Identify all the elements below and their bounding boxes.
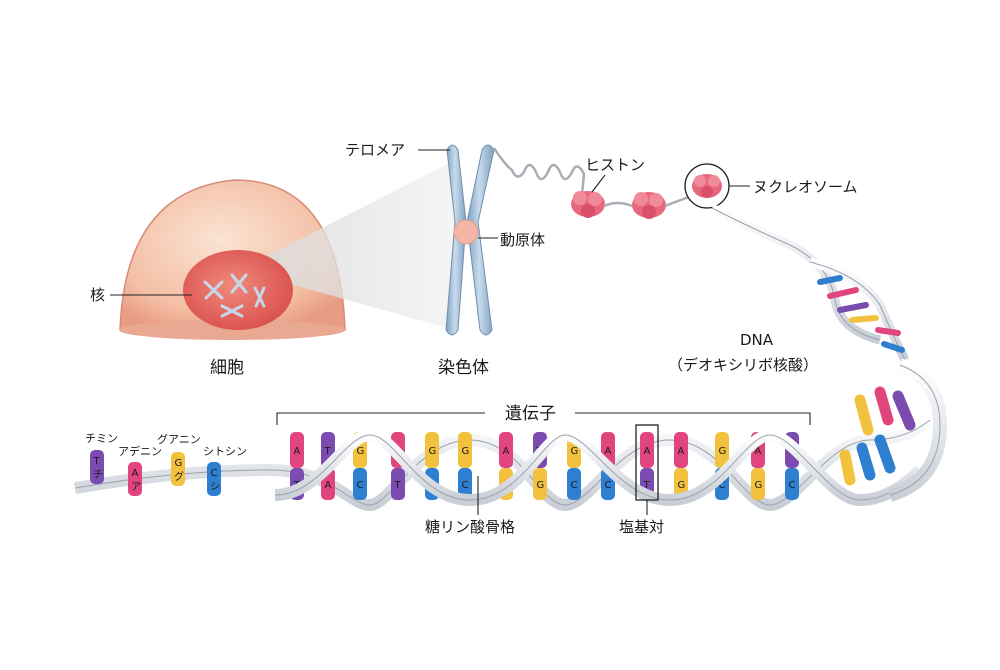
guanine-letter: G xyxy=(719,446,727,457)
cytosine-letter: C xyxy=(719,480,726,491)
thymine-free-kana: チ xyxy=(93,469,103,481)
upper-helix xyxy=(709,203,910,363)
cytosine-letter: C xyxy=(357,480,364,491)
base-pair: AG xyxy=(674,432,688,500)
cytosine-free-base xyxy=(207,462,221,496)
cytosine-label: シトシン xyxy=(203,445,247,458)
adenine-base xyxy=(290,432,304,468)
chromatin-coil xyxy=(492,147,586,196)
adenine-letter: A xyxy=(678,446,685,457)
gene-label: 遺伝子 xyxy=(505,404,556,424)
dna-subtitle: （デオキシリボ核酸） xyxy=(668,356,818,374)
guanine-base xyxy=(533,468,547,500)
thymine-letter: T xyxy=(643,480,651,491)
adenine-letter: A xyxy=(294,446,301,457)
adenine-free-letter: A xyxy=(132,468,139,479)
histone-leader xyxy=(591,174,606,193)
cytosine-letter: C xyxy=(462,480,469,491)
nucleus-label: 核 xyxy=(90,286,105,304)
telomere-label: テロメア xyxy=(345,141,405,159)
cell-label: 細胞 xyxy=(210,358,244,378)
adenine-letter: A xyxy=(755,446,762,457)
adenine-letter: A xyxy=(605,446,612,457)
chromosome-label: 染色体 xyxy=(438,358,489,378)
thymine-base xyxy=(391,468,405,500)
histone-label: ヒストン xyxy=(585,156,645,174)
adenine-letter: A xyxy=(644,446,651,457)
cytosine-base xyxy=(353,468,367,500)
cytosine-letter: C xyxy=(571,480,578,491)
base-pair-label: 塩基対 xyxy=(619,518,664,536)
histone-cluster-1 xyxy=(571,191,605,218)
cytosine-base xyxy=(567,468,581,500)
backbone-label: 糖リン酸骨格 xyxy=(425,518,515,536)
histone-cluster-2 xyxy=(632,192,666,219)
cytosine-base xyxy=(458,468,472,500)
centromere-label: 動原体 xyxy=(500,231,545,249)
nucleosome xyxy=(684,163,730,209)
thymine-free-base xyxy=(90,450,104,484)
guanine-letter: G xyxy=(678,480,686,491)
guanine-letter: G xyxy=(537,480,545,491)
guanine-label: グアニン xyxy=(157,432,201,446)
thymine-letter: T xyxy=(324,446,332,457)
adenine-letter: A xyxy=(503,446,510,457)
guanine-base xyxy=(458,432,472,468)
zoom-cone xyxy=(240,160,455,330)
guanine-free-letter: G xyxy=(175,458,183,469)
adenine-label: アデニン xyxy=(118,444,162,458)
thymine-letter: T xyxy=(394,480,402,491)
guanine-letter: G xyxy=(755,480,763,491)
chromosome xyxy=(445,144,495,336)
cytosine-letter: C xyxy=(789,480,796,491)
helix-loop xyxy=(839,358,948,502)
guanine-free-kana: グ xyxy=(174,470,184,483)
guanine-letter: G xyxy=(462,446,470,457)
guanine-letter: G xyxy=(571,446,579,457)
gene-bracket xyxy=(276,412,811,425)
guanine-letter: G xyxy=(357,446,365,457)
thymine-label: チミン xyxy=(85,432,118,445)
free-bases: チミン アデニン グアニン シトシン Tチ Aア Gグ Cシ xyxy=(85,432,247,496)
thymine-free-letter: T xyxy=(93,456,101,467)
adenine-base xyxy=(640,432,654,468)
guanine-base xyxy=(425,432,439,468)
adenine-base xyxy=(499,432,513,468)
main-double-helix xyxy=(73,415,934,512)
centromere xyxy=(453,219,479,245)
adenine-free-kana: ア xyxy=(131,482,141,493)
adenine-base xyxy=(674,432,688,468)
cytosine-letter: C xyxy=(605,480,612,491)
guanine-free-base xyxy=(171,452,185,486)
guanine-base xyxy=(751,468,765,500)
cytosine-free-kana: シ xyxy=(210,482,220,493)
adenine-free-base xyxy=(128,462,142,496)
front-backbone-strand xyxy=(274,428,925,507)
guanine-base xyxy=(715,432,729,468)
nucleus xyxy=(183,250,293,330)
cytosine-base xyxy=(785,468,799,500)
base-pair: GC xyxy=(458,432,472,500)
guanine-letter: G xyxy=(429,446,437,457)
adenine-letter: A xyxy=(325,480,332,491)
dna-title: DNA xyxy=(740,331,774,349)
nucleosome-label: ヌクレオソーム xyxy=(753,178,858,196)
cytosine-free-letter: C xyxy=(211,468,218,479)
